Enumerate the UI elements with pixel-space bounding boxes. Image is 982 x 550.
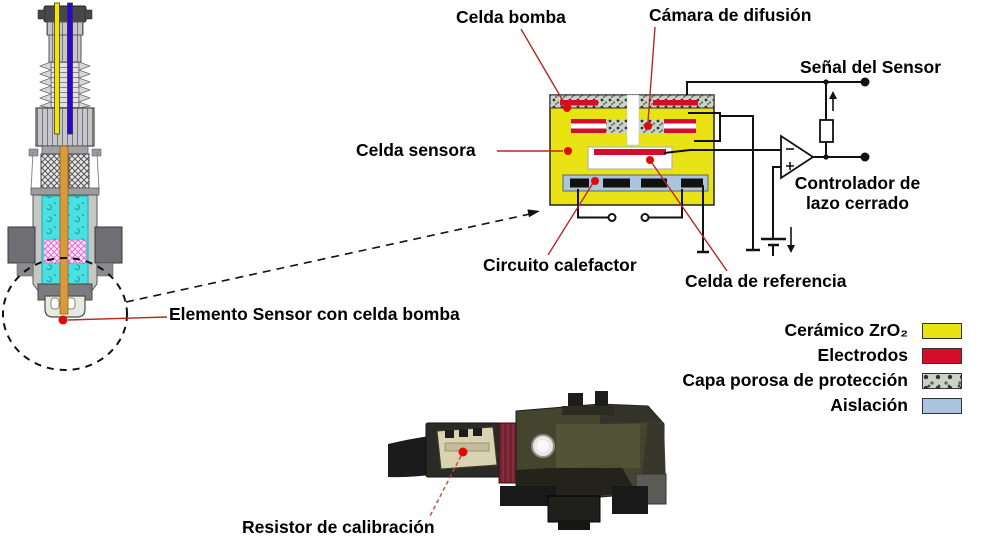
- marker-sensor-cell: [564, 147, 572, 155]
- legend-item-porous: Capa porosa de protección: [560, 368, 962, 393]
- sensor-element-label: Elemento Sensor con celda bomba: [169, 304, 460, 324]
- insulation-swatch: [922, 397, 962, 414]
- pump-cell-outer-electrode-2: [653, 100, 698, 106]
- heater-terminal-right: [640, 213, 650, 222]
- marker-diffusion-chamber: [644, 122, 652, 130]
- sensor-signal-label: Señal del Sensor: [800, 57, 942, 77]
- legend-label-insulation: Aislación: [830, 395, 908, 415]
- marker-sensor-element: [58, 315, 68, 325]
- diffusion-chamber: [606, 119, 627, 133]
- marker-calibration-resistor: [458, 447, 468, 457]
- sensor-cell-label: Celda sensora: [356, 140, 476, 160]
- marker-pump-cell: [563, 104, 571, 112]
- leader-lines: [67, 26, 728, 517]
- pump-cell-outer-electrode: [560, 100, 598, 106]
- heater-terminal-left: [607, 213, 617, 222]
- blue-lead-wire: [67, 2, 73, 135]
- pump-cell-label: Celda bomba: [456, 7, 566, 27]
- controller-circuit: [577, 77, 870, 256]
- legend-label-porous: Capa porosa de protección: [682, 370, 908, 390]
- opamp-icon: [780, 134, 815, 180]
- legend: Cerámico ZrO₂ Electrodos Capa porosa de …: [560, 318, 962, 418]
- legend-item-electrodes: Electrodos: [560, 343, 962, 368]
- sensor-rod: [59, 145, 69, 315]
- porous-swatch: [922, 372, 962, 389]
- legend-item-insulation: Aislación: [560, 393, 962, 418]
- battery-arrow-icon: [787, 227, 795, 253]
- legend-label-ceramic: Cerámico ZrO₂: [784, 320, 908, 340]
- legend-item-ceramic: Cerámico ZrO₂: [560, 318, 962, 343]
- marker-reference-cell: [646, 156, 654, 164]
- closed-loop-controller-label: Controlador de lazo cerrado: [794, 173, 921, 214]
- yellow-lead-wire: [54, 2, 60, 135]
- sensor-cross-section: [7, 2, 123, 318]
- resistor-icon: [819, 119, 834, 143]
- pump-cell-inner-electrodes: [571, 119, 696, 133]
- reference-cell-label: Celda de referencia: [685, 271, 847, 291]
- current-arrow-icon: [829, 91, 837, 111]
- electrodes-swatch: [922, 347, 962, 364]
- calibration-resistor-label: Resistor de calibración: [242, 517, 435, 537]
- marker-heater: [591, 177, 599, 185]
- heater-circuit-label: Circuito calefactor: [483, 255, 637, 275]
- insulation-band: [562, 174, 709, 192]
- diffusion-channel: [626, 94, 640, 146]
- sensor-cell-electrode: [594, 149, 666, 155]
- signal-terminal-top: [860, 77, 870, 87]
- zoom-arrow: [125, 209, 540, 303]
- zoom-circle: [2, 257, 128, 371]
- calibration-connector-photo: [388, 391, 667, 530]
- signal-terminal-bottom: [860, 152, 870, 162]
- diffusion-chamber-label: Cámara de difusión: [649, 5, 812, 25]
- heater-segments: [570, 178, 703, 188]
- marker-dots: [58, 104, 654, 457]
- battery-icon: [761, 166, 786, 256]
- legend-label-electrodes: Electrodos: [817, 345, 908, 365]
- ceramic-swatch: [922, 322, 962, 339]
